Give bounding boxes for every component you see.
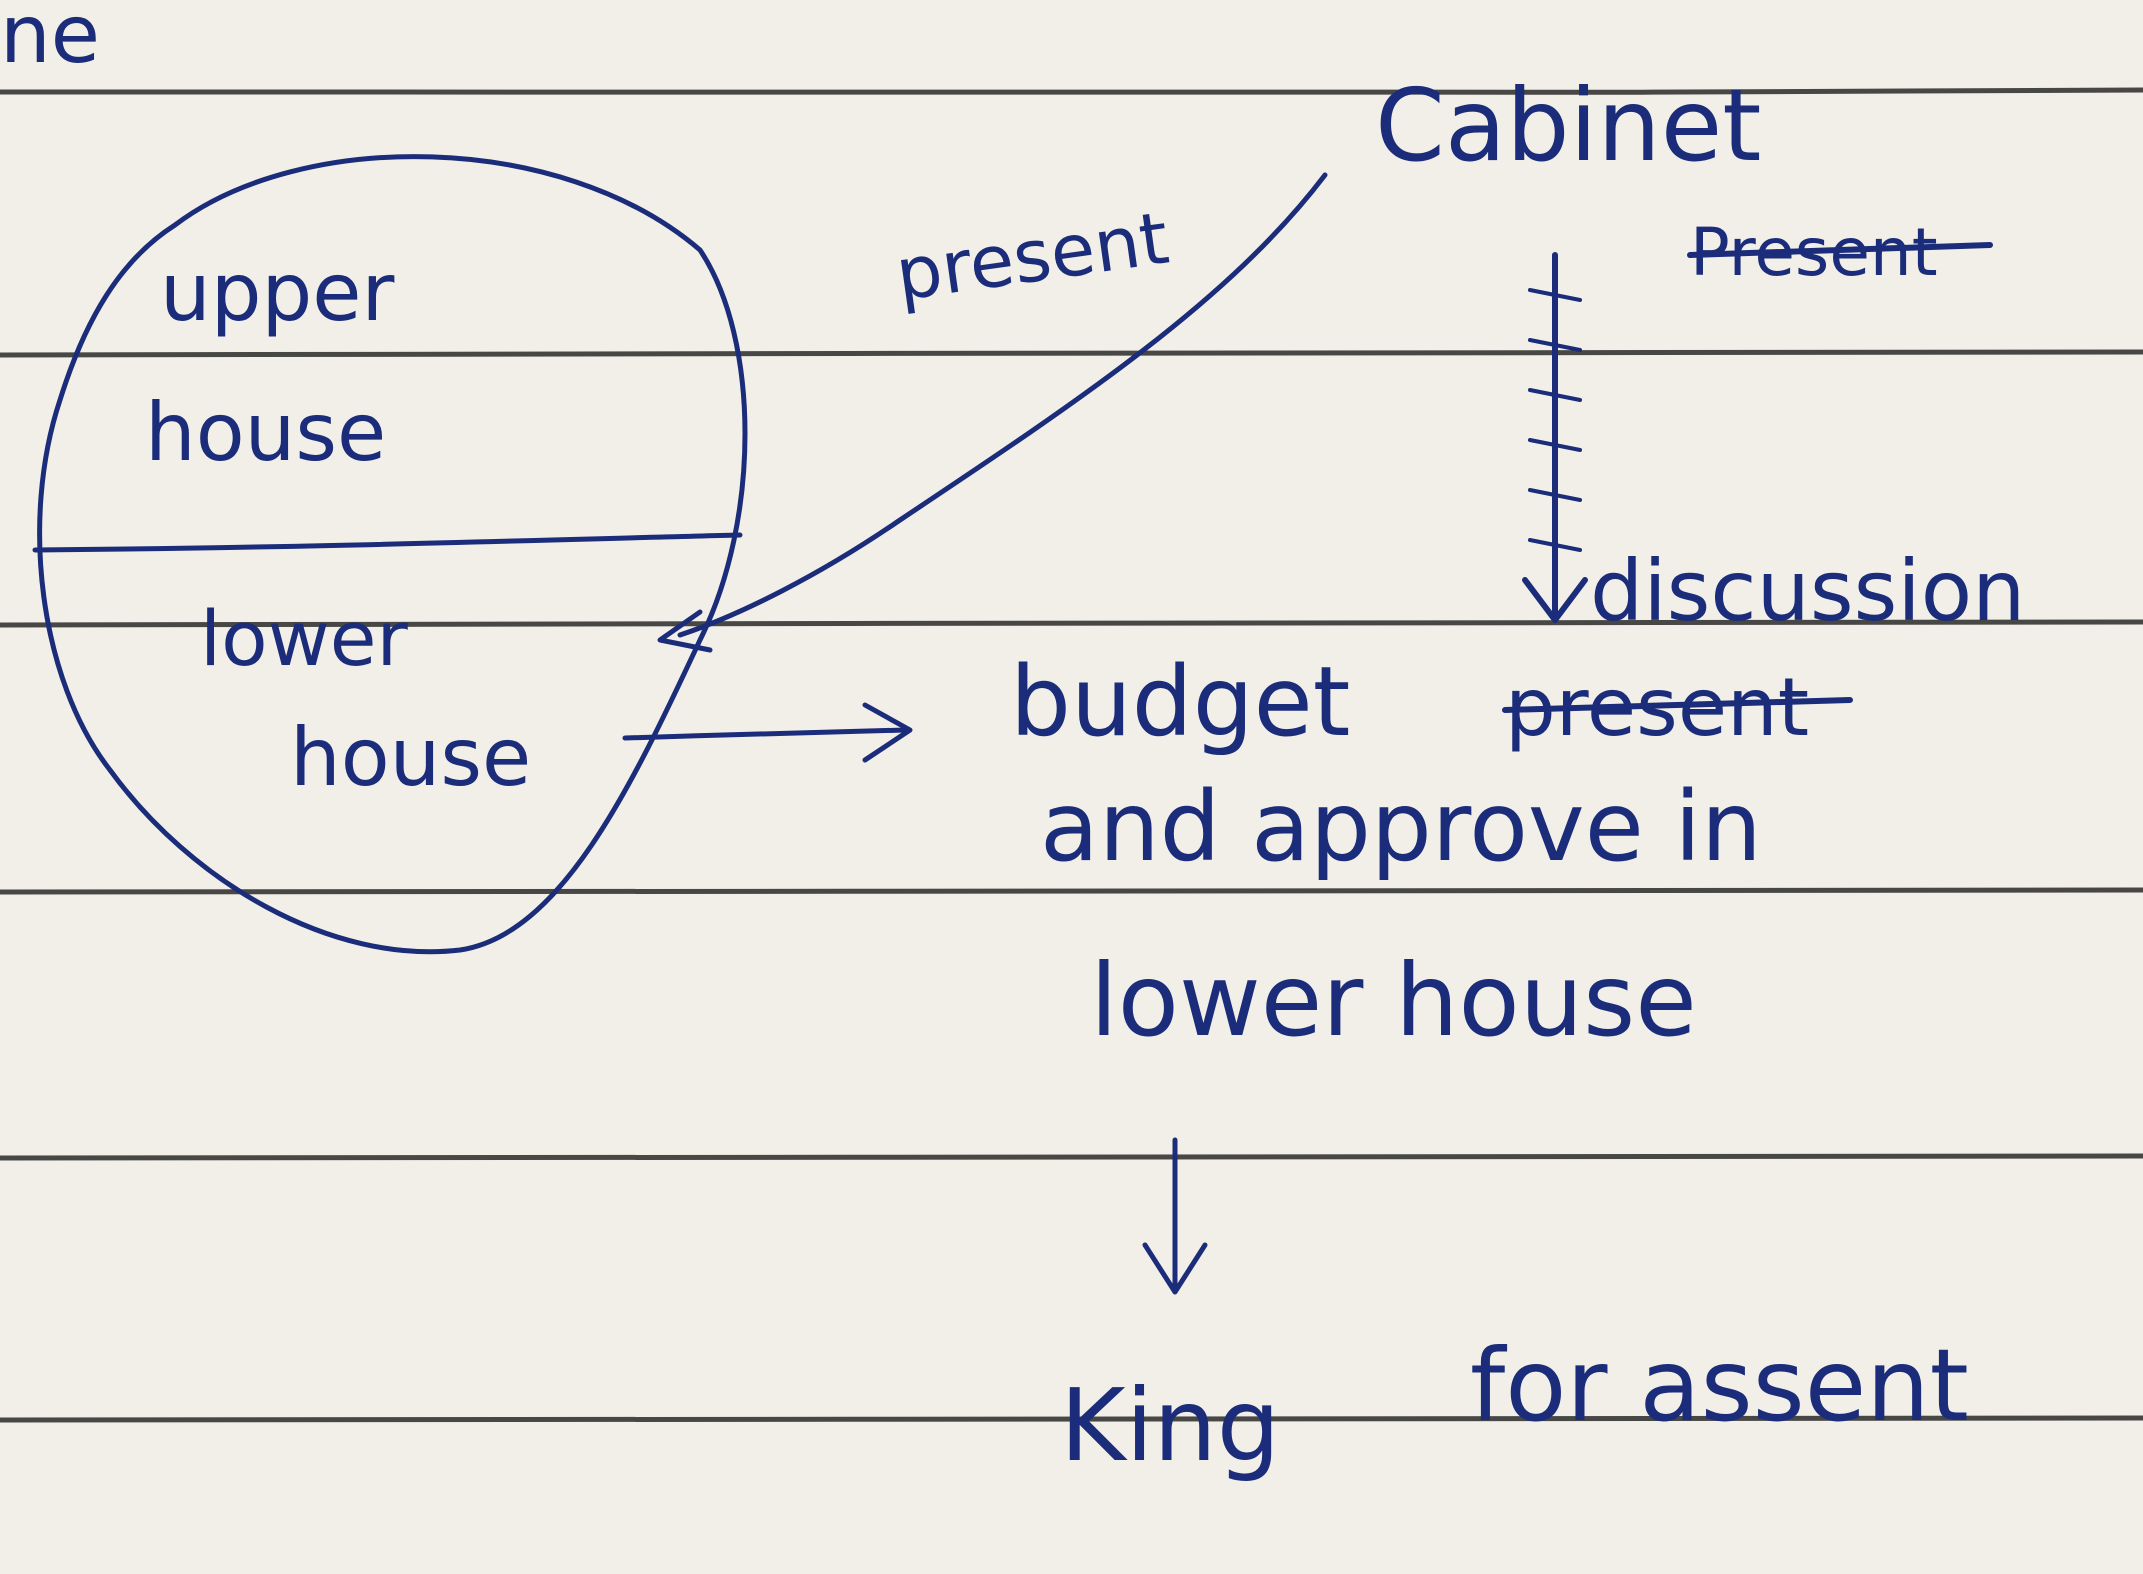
discussion-label: discussion — [1590, 542, 2025, 640]
lower-house-label-1: lower — [200, 594, 409, 683]
curved-arrow — [657, 172, 1328, 653]
strike-mark-2 — [1502, 697, 1853, 713]
fragment-text: ne — [0, 0, 100, 81]
budget-line-3: lower house — [1090, 942, 1697, 1059]
present-arrow-label: present — [891, 196, 1174, 317]
king-label: King — [1060, 1367, 1280, 1484]
upper-house-label-2: house — [145, 386, 386, 479]
upper-house-label-1: upper — [160, 246, 394, 339]
budget-line-2: and approve in — [1040, 771, 1762, 883]
strike-mark-1 — [1687, 242, 1993, 258]
assent-label: for assent — [1470, 1327, 1969, 1444]
ruled-lines — [0, 87, 2143, 1423]
lower-house-label-2: house — [290, 711, 531, 804]
right-arrow — [622, 702, 913, 763]
circle-diagram: upper house lower house — [32, 154, 748, 955]
down-arrow-squiggle — [1522, 252, 1588, 623]
budget-word: budget — [1010, 646, 1350, 758]
down-arrow — [1142, 1137, 1208, 1295]
cabinet-label: Cabinet — [1375, 67, 1761, 184]
